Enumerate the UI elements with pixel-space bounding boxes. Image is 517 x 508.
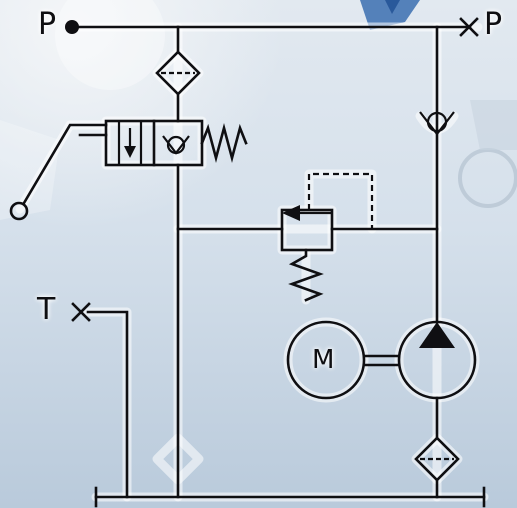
pressure-port-label-left: P (38, 7, 57, 42)
filter-icon (155, 50, 201, 96)
motor-icon (286, 320, 401, 400)
valve-lever-handle (9, 123, 108, 221)
pressure-port-left-dot (65, 20, 79, 34)
tank-port-label: T (37, 292, 56, 327)
check-valve-icon (419, 111, 455, 136)
valve-spring-icon (200, 122, 248, 164)
pump-icon (397, 320, 477, 400)
directional-valve (104, 119, 204, 167)
pressure-port-right-plug (459, 17, 479, 37)
pressure-port-label-right: P (484, 7, 503, 42)
relief-spring-icon (288, 248, 324, 302)
tank-return-line (86, 310, 129, 499)
reservoir-tank (94, 486, 486, 508)
pressure-relief-valve (280, 172, 374, 252)
line-glow (15, 22, 489, 502)
motor-label: M (312, 345, 335, 375)
tank-port-plug (71, 302, 91, 322)
suction-filter-icon (414, 436, 460, 482)
